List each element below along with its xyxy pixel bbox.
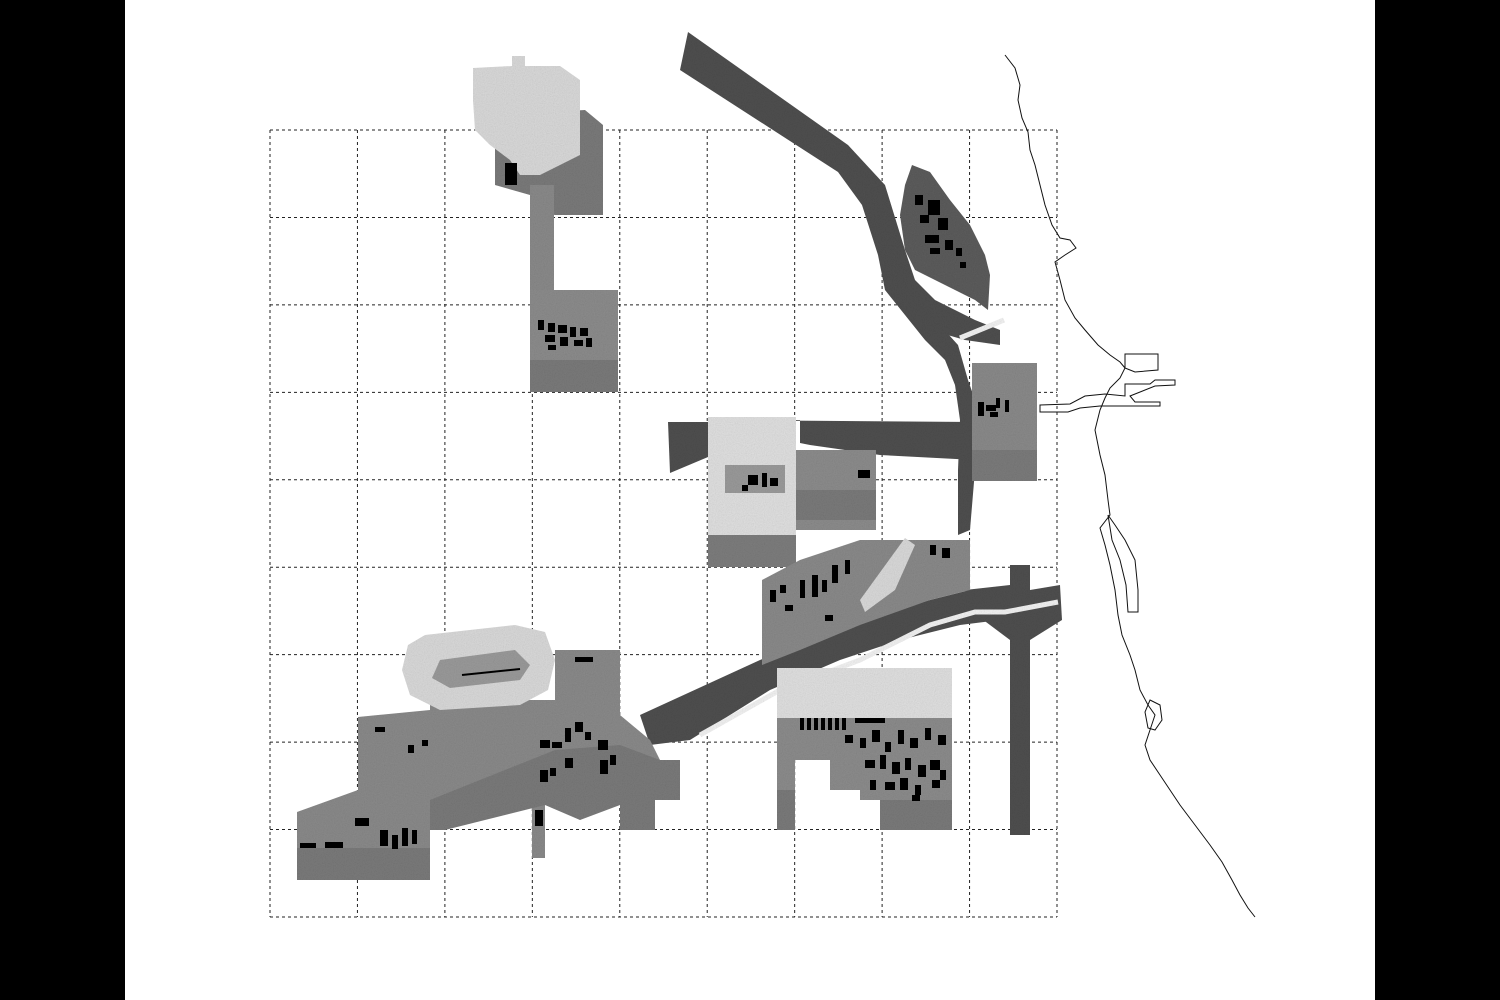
stadium-track: [461, 668, 521, 676]
tower-stem: [530, 185, 554, 295]
east-spur-corridor: [965, 565, 1062, 835]
harbor-pier: [1039, 379, 1176, 413]
fork-pale-strip: [860, 538, 915, 612]
southeast-buildings: [800, 718, 946, 801]
central-buildings: [742, 470, 870, 491]
river-fork-district: [762, 538, 970, 665]
tower-block-top: [473, 56, 580, 175]
stadium-field: [432, 650, 530, 688]
central-south-band: [708, 535, 796, 567]
cluster-edge: [530, 360, 618, 392]
southeast-district: [777, 668, 952, 830]
north-branch-lower: [900, 265, 1000, 345]
harbor-loop: [1144, 699, 1163, 731]
lakefront-lower: [972, 450, 1037, 481]
north-cluster-district: [530, 290, 618, 392]
central-lower-band: [796, 490, 876, 520]
lakefront-buildings: [978, 398, 1009, 417]
stadium-edge-band: [297, 848, 430, 880]
stadium-district: [297, 625, 680, 880]
southeast-pale-band: [777, 668, 952, 718]
lakefront-district: [972, 363, 1037, 481]
harbor-basin: [1124, 353, 1159, 373]
north-tower-district: [473, 56, 603, 295]
central-district: [708, 417, 876, 567]
southern-pier: [1107, 514, 1139, 613]
stadium-buildings: [300, 657, 616, 849]
island-buildings: [915, 195, 966, 268]
stadium-east-band: [430, 745, 680, 830]
stadium-west-block: [297, 650, 680, 880]
southeast-lower-band: [777, 790, 952, 830]
fork-buildings: [770, 545, 950, 621]
island-district: [900, 165, 990, 310]
coastline-line: [1004, 54, 1256, 918]
lake-shoreline: [1004, 54, 1256, 918]
cluster-buildings: [538, 320, 592, 350]
diagonal-canal-corridor: [640, 590, 1000, 745]
north-canal-waterline: [959, 317, 1005, 341]
tower-building: [505, 163, 517, 185]
